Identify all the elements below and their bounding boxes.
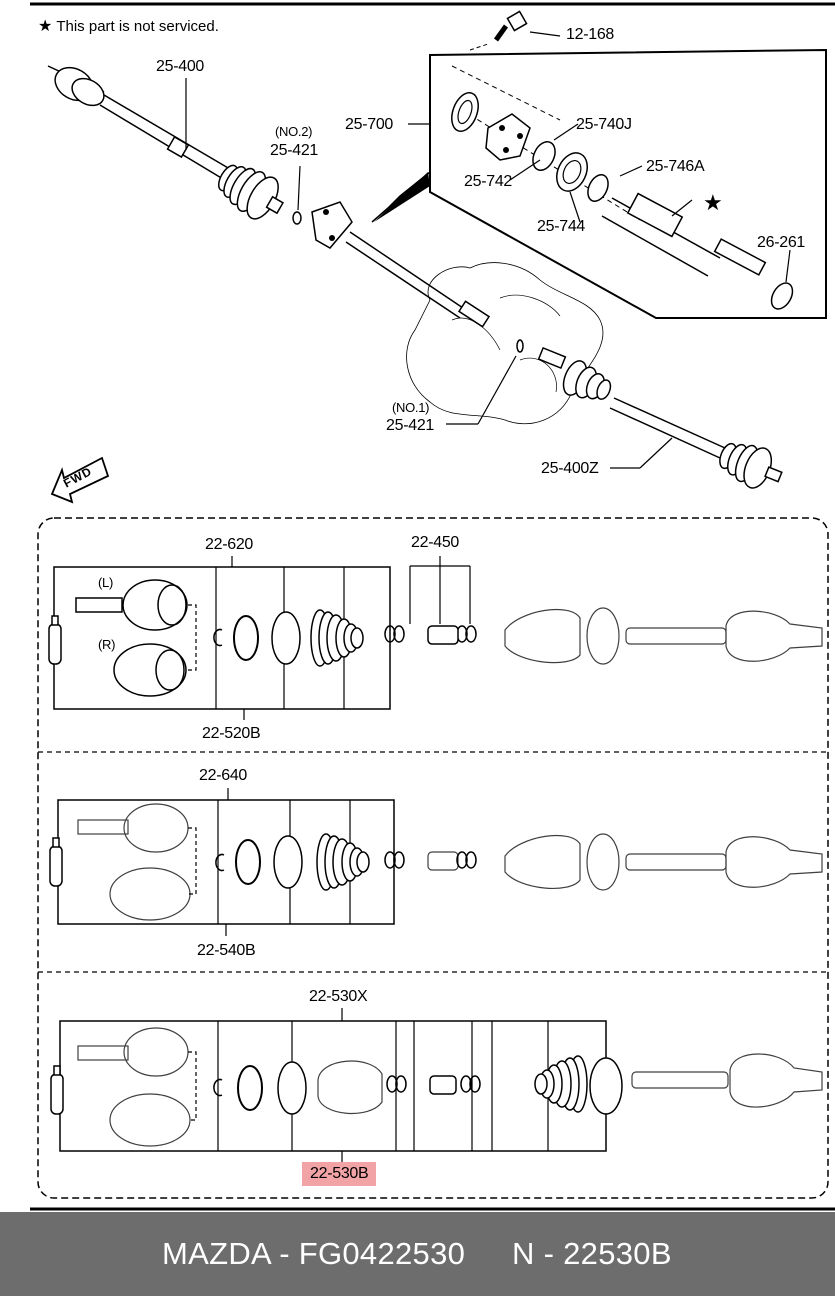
label-no2: (NO.2) [275,124,313,139]
label-25-400: 25-400 [156,58,205,75]
bearing-assembly-box [371,48,827,319]
note-text: This part is not serviced. [56,18,219,35]
star-marker-icon: ★ [703,190,723,215]
footer-brand-part: MAZDA - FG0422530 [162,1236,466,1271]
label-25-744: 25-744 [537,218,586,235]
not-serviced-note: ★This part is not serviced. [38,19,219,35]
panel-22-530x [50,1008,823,1163]
label-22-620: 22-620 [205,536,254,553]
panel-22-620 [48,556,823,720]
forward-arrow-icon [50,456,110,504]
label-25-746a: 25-746A [646,158,705,175]
label-left-side: (L) [98,575,113,590]
label-22-520b: 22-520B [202,725,261,742]
label-25-421-upper: 25-421 [270,142,319,159]
footer-oem-part: N - 22530B [512,1236,672,1271]
exploded-parts-diagram [30,2,835,1211]
label-22-640: 22-640 [199,767,248,784]
label-right-side: (R) [98,637,116,652]
label-no1: (NO.1) [392,400,430,415]
label-25-400z: 25-400Z [541,460,599,477]
drive-shaft-right [516,339,783,489]
intermediate-shaft [311,201,491,328]
label-22-450: 22-450 [411,534,460,551]
footer-bar: MAZDA - FG0422530 N - 22530B [0,1212,835,1296]
bolt [469,10,528,51]
star-icon: ★ [38,18,53,35]
drive-shaft-left [47,65,284,220]
label-22-540b: 22-540B [197,942,256,959]
label-25-740j: 25-740J [576,116,632,133]
label-22-530b-highlight: 22-530B [302,1162,377,1186]
panel-22-640 [49,788,823,936]
label-26-261: 26-261 [757,234,806,251]
label-25-700: 25-700 [345,116,394,133]
label-25-742: 25-742 [464,173,513,190]
label-22-530x: 22-530X [309,988,368,1005]
label-25-421-lower: 25-421 [386,417,435,434]
label-12-168: 12-168 [566,26,615,43]
